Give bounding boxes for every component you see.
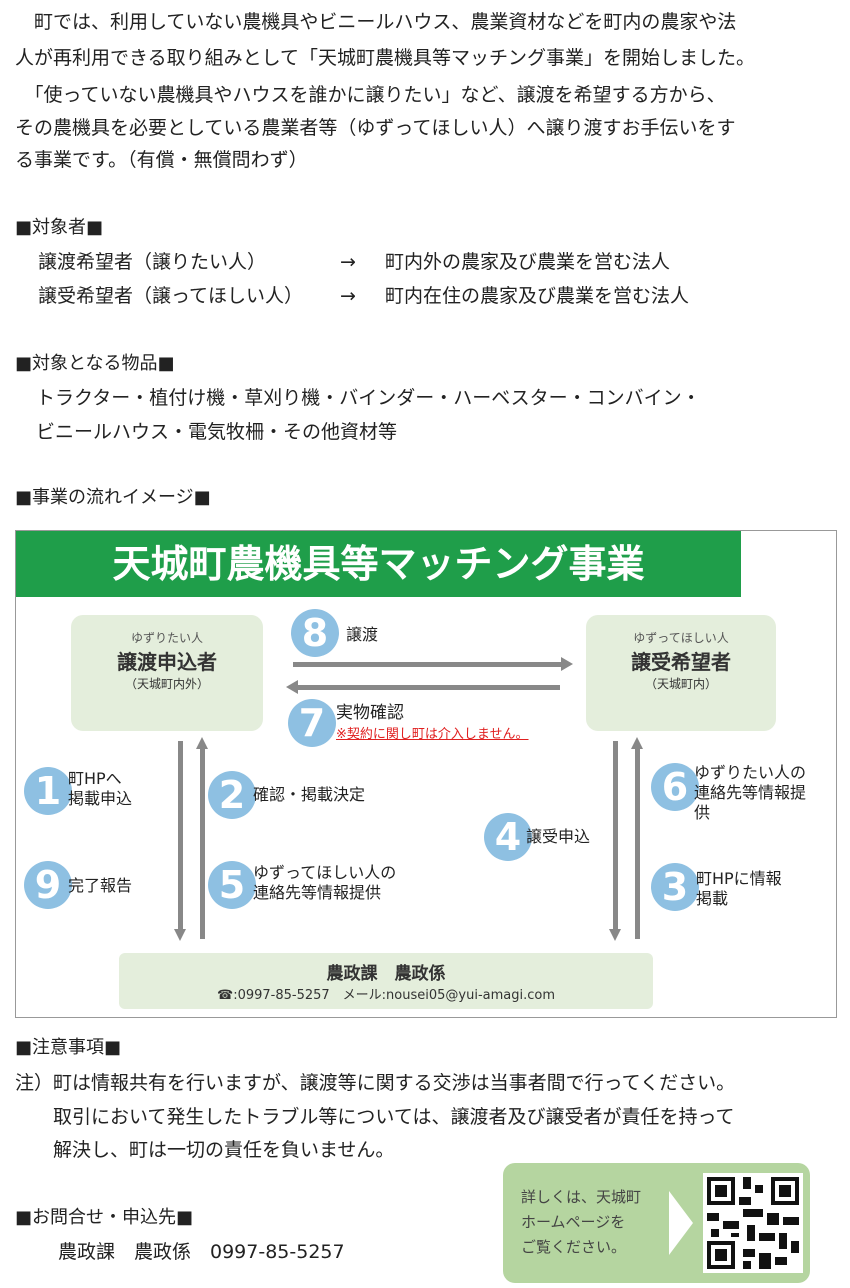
box-paren: （天城町内外） (124, 677, 209, 691)
intro-line: その農機具を必要としている農業者等（ゆずってほしい人）へ譲り渡すお手伝いをす (15, 117, 736, 139)
items-heading: ■対象となる物品■ (15, 353, 175, 374)
arrow-head-icon (561, 657, 573, 671)
step-9-badge: 9 (24, 861, 72, 909)
items-line: ビニールハウス・電気牧柵・その他資材等 (36, 421, 398, 443)
step-6-label: ゆずりたい人の 連絡先等情報提 供 (694, 763, 807, 822)
step-6-badge: 6 (651, 763, 699, 811)
qr-code-icon[interactable] (703, 1173, 803, 1273)
qr-text-line: ホームページを (521, 1213, 626, 1231)
arrow-head-icon (609, 929, 621, 941)
arrow: → (340, 285, 356, 307)
transferor-box: ゆずりたい人 譲渡申込者 （天城町内外） (71, 615, 263, 731)
target-desc: 町内在住の農家及び農業を営む法人 (385, 285, 690, 307)
step-7-badge: 7 (288, 699, 336, 747)
step-3-label: 町HPに情報 掲載 (696, 869, 782, 908)
step-4-badge: 4 (484, 813, 532, 861)
cautions-heading: ■注意事項■ (15, 1037, 122, 1058)
homepage-link-box[interactable]: 詳しくは、天城町 ホームページを ご覧ください。 (503, 1163, 810, 1283)
inquiry-heading: ■お問合せ・申込先■ (15, 1207, 194, 1228)
caution-line: 解決し、町は一切の責任を負いません。 (15, 1139, 395, 1161)
arrow-down (178, 741, 183, 931)
homepage-text: 詳しくは、天城町 ホームページを ご覧ください。 (521, 1185, 641, 1260)
target-who: 譲渡希望者（譲りたい人） (38, 251, 267, 273)
chevron-right-icon (669, 1191, 693, 1255)
intro-line: 「使っていない農機具やハウスを誰かに譲りたい」など、譲渡を希望する方から、 (15, 84, 726, 106)
step-5-label: ゆずってほしい人の 連絡先等情報提供 (253, 863, 397, 902)
inquiry-line: 農政課 農政係 0997-85-5257 (58, 1241, 345, 1263)
targets-heading: ■対象者■ (15, 217, 104, 238)
box-paren: （天城町内） (644, 677, 717, 691)
step-2-label: 確認・掲載決定 (253, 785, 366, 804)
step-4-label: 譲受申込 (526, 827, 591, 846)
step-8-label: 譲渡 (346, 625, 379, 644)
target-who: 譲受希望者（譲ってほしい人） (38, 285, 304, 307)
transferee-box: ゆずってほしい人 譲受希望者 （天城町内） (586, 615, 776, 731)
intro-line: 人が再利用できる取り組みとして「天城町農機具等マッチング事業」を開始しました。 (15, 47, 756, 69)
step-8-badge: 8 (291, 609, 339, 657)
flow-heading: ■事業の流れイメージ■ (15, 487, 211, 508)
arrow-right (293, 662, 563, 667)
flow-diagram: 天城町農機具等マッチング事業 ゆずりたい人 譲渡申込者 （天城町内外） ゆずって… (15, 530, 837, 1018)
items-line: トラクター・植付け機・草刈り機・バインダー・ハーベスター・コンバイン・ (36, 387, 701, 409)
arrow-up (200, 749, 205, 939)
arrow-head-icon (631, 737, 643, 749)
arrow-head-icon (174, 929, 186, 941)
office-box: 農政課 農政係 ☎:0997-85-5257 メール:nousei05@yui-… (119, 953, 653, 1009)
qr-text-line: ご覧ください。 (521, 1238, 627, 1256)
step-1-label: 町HPへ 掲載申込 (68, 769, 133, 808)
step-3-badge: 3 (651, 863, 699, 911)
arrow-up (635, 749, 640, 939)
office-name: 農政課 農政係 (326, 964, 446, 984)
step-2-badge: 2 (208, 771, 256, 819)
caution-line: 取引において発生したトラブル等については、譲渡者及び譲受者が責任を持って (15, 1106, 735, 1128)
box-sub: ゆずってほしい人 (633, 631, 729, 645)
caution-line: 注）町は情報共有を行いますが、譲渡等に関する交渉は当事者間で行ってください。 (15, 1072, 736, 1094)
intro-line: 町では、利用していない農機具やビニールハウス、農業資材などを町内の農家や法 (15, 11, 737, 33)
target-desc: 町内外の農家及び農業を営む法人 (385, 251, 671, 273)
step-9-label: 完了報告 (68, 876, 133, 895)
qr-text-line: 詳しくは、天城町 (521, 1188, 642, 1206)
step-1-badge: 1 (24, 767, 72, 815)
arrow-left (298, 685, 560, 690)
box-main: 譲受希望者 (631, 650, 731, 674)
arrow: → (340, 251, 356, 273)
step-5-badge: 5 (208, 861, 256, 909)
office-contact: ☎:0997-85-5257 メール:nousei05@yui-amagi.co… (217, 988, 555, 1003)
arrow-head-icon (196, 737, 208, 749)
intro-line: る事業です。（有償・無償問わず） (15, 149, 308, 171)
box-main: 譲渡申込者 (117, 650, 217, 674)
arrow-head-icon (286, 680, 298, 694)
step-7-label: 実物確認 (336, 703, 404, 723)
flow-title: 天城町農機具等マッチング事業 (16, 531, 741, 597)
no-intervention-note: ※契約に関し町は介入しません。 (336, 727, 529, 742)
arrow-down (613, 741, 618, 931)
box-sub: ゆずりたい人 (130, 631, 203, 645)
